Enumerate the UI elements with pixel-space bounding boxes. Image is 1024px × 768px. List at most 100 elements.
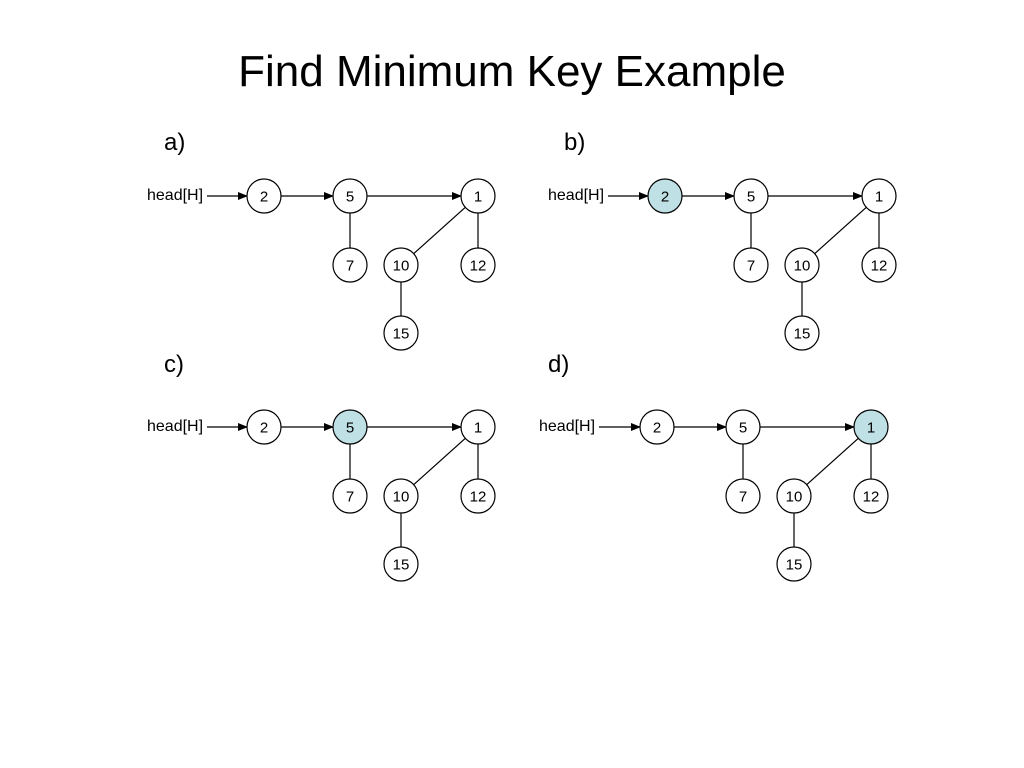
node-circle [332,478,368,514]
node-key: 7 [346,489,354,506]
node-circle [776,546,812,582]
node-7: 7 [332,478,368,514]
node-10: 10 [776,478,812,514]
node-circle [725,478,761,514]
node-key: 5 [747,189,755,206]
node-circle [460,178,496,214]
node-circle [332,409,368,445]
panel-label: d) [548,351,569,378]
node-circle [853,478,889,514]
node-1: 1 [853,409,889,445]
node-circle [383,478,419,514]
node-key: 5 [739,420,747,437]
node-key: 12 [863,489,880,506]
head-pointer-label: head[H] [548,187,604,204]
node-key: 7 [346,258,354,275]
node-circle [246,178,282,214]
node-key: 12 [871,258,888,275]
node-circle [332,178,368,214]
node-circle [246,409,282,445]
node-2: 2 [639,409,675,445]
node-circle [460,247,496,283]
node-circle [383,315,419,351]
node-circle [853,409,889,445]
child-edge [806,437,859,486]
node-key: 2 [653,420,661,437]
node-circle [460,409,496,445]
node-circle [733,178,769,214]
node-15: 15 [383,315,419,351]
node-key: 1 [875,189,883,206]
node-7: 7 [332,247,368,283]
child-edge [814,206,867,255]
panel-label: c) [164,351,184,378]
node-key: 5 [346,189,354,206]
node-15: 15 [776,546,812,582]
head-pointer-label: head[H] [147,187,203,204]
node-12: 12 [861,247,897,283]
node-10: 10 [383,247,419,283]
node-circle [861,178,897,214]
node-key: 2 [260,420,268,437]
node-circle [784,315,820,351]
node-key: 10 [794,258,811,275]
child-edge [413,206,466,255]
node-key: 7 [747,258,755,275]
node-key: 12 [470,258,487,275]
node-5: 5 [332,178,368,214]
node-key: 10 [393,258,410,275]
node-5: 5 [733,178,769,214]
node-key: 1 [474,189,482,206]
node-1: 1 [861,178,897,214]
node-circle [861,247,897,283]
node-1: 1 [460,409,496,445]
node-12: 12 [853,478,889,514]
node-circle [647,178,683,214]
node-15: 15 [383,546,419,582]
node-12: 12 [460,247,496,283]
node-key: 2 [661,189,669,206]
node-7: 7 [725,478,761,514]
node-key: 1 [867,420,875,437]
node-key: 2 [260,189,268,206]
node-15: 15 [784,315,820,351]
node-circle [332,247,368,283]
node-key: 15 [393,326,410,343]
node-key: 10 [393,489,410,506]
node-circle [725,409,761,445]
node-circle [784,247,820,283]
node-10: 10 [383,478,419,514]
node-key: 5 [346,420,354,437]
node-key: 10 [786,489,803,506]
node-2: 2 [246,178,282,214]
node-key: 15 [393,557,410,574]
node-key: 15 [786,557,803,574]
child-edge [413,437,466,486]
node-5: 5 [332,409,368,445]
node-key: 7 [739,489,747,506]
node-key: 1 [474,420,482,437]
node-key: 15 [794,326,811,343]
node-2: 2 [246,409,282,445]
node-2: 2 [647,178,683,214]
panel-label: b) [564,129,585,156]
node-circle [460,478,496,514]
head-pointer-label: head[H] [147,418,203,435]
head-pointer-label: head[H] [539,418,595,435]
node-circle [733,247,769,283]
panel-label: a) [164,129,185,156]
node-circle [383,247,419,283]
node-circle [639,409,675,445]
node-10: 10 [784,247,820,283]
page-title: Find Minimum Key Example [238,47,786,96]
node-5: 5 [725,409,761,445]
node-circle [776,478,812,514]
node-7: 7 [733,247,769,283]
node-circle [383,546,419,582]
node-key: 12 [470,489,487,506]
